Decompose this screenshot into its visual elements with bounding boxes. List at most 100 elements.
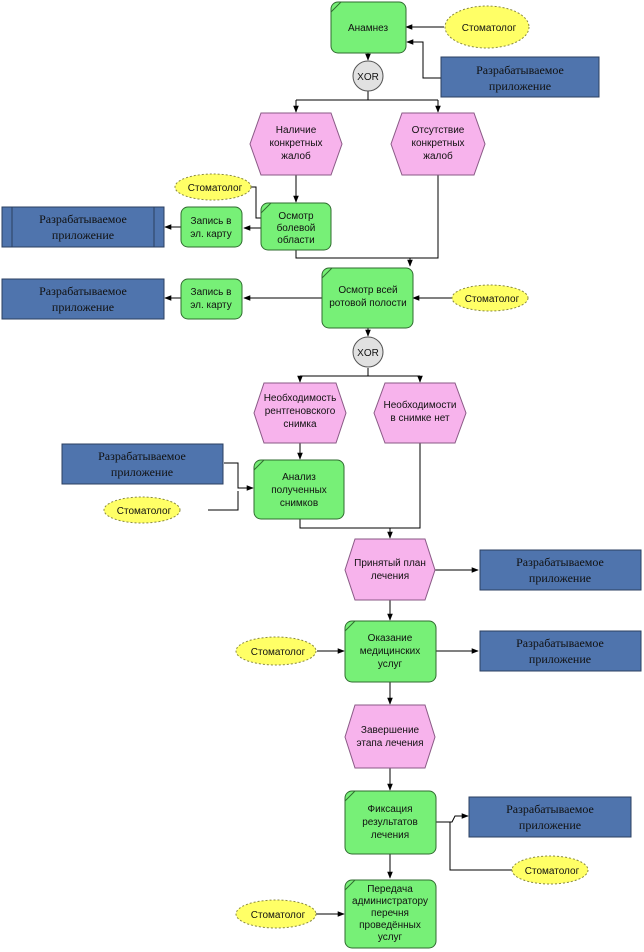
function-exam-pain-line-1: Осмотр	[278, 211, 314, 222]
edge-xor1-events	[296, 91, 438, 101]
event-complaints-yes-line-3: жалоб	[281, 150, 311, 162]
app-system-6: Разрабатываемое приложение	[479, 630, 642, 672]
role-4-label: Стоматолог	[117, 506, 172, 517]
app-system-5: Разрабатываемое приложение	[479, 549, 642, 591]
role-3-label: Стоматолог	[465, 294, 520, 305]
function-transfer: Передача администратору перечня проведён…	[344, 879, 437, 949]
function-transfer-line-1: Передача	[367, 884, 413, 895]
role-7: Стоматолог	[235, 899, 317, 929]
function-analysis-line-2: полученных	[271, 485, 327, 496]
edge-complaints-no-merge	[407, 175, 439, 267]
app-system-2-line-2: приложение	[52, 228, 114, 242]
event-stage-end-line-2: этапа лечения	[356, 738, 423, 749]
xor-label: XOR	[357, 72, 379, 83]
role-4: Стоматолог	[103, 496, 181, 524]
function-exam-oral-line-1: Осмотр всей	[338, 285, 397, 296]
edge-xor2-events	[300, 368, 420, 377]
event-xray-needed-line-3: снимка	[283, 419, 317, 430]
app-system-1-line-1: Разрабатываемое	[476, 63, 564, 77]
edge-analysis-merge	[299, 519, 390, 529]
function-record-1-line-1: Запись в	[191, 216, 232, 227]
app-system-3-line-2: приложение	[52, 300, 114, 314]
edge-role-analysis	[208, 491, 239, 511]
app-system-2: Разрабатываемое приложение	[1, 206, 165, 248]
role-2-label: Стоматолог	[188, 183, 243, 194]
app-system-5-line-1: Разрабатываемое	[516, 555, 604, 569]
function-analysis: Анализ полученных снимков	[253, 459, 345, 520]
role-1: Стоматолог	[444, 5, 530, 49]
function-exam-pain-line-3: области	[277, 234, 314, 246]
function-transfer-line-5: услуг	[378, 932, 403, 943]
edge-role-exam-pain	[250, 186, 261, 219]
edge-role-fix	[449, 822, 512, 871]
event-stage-end-line-1: Завершение	[361, 725, 420, 736]
app-system-3-line-1: Разрабатываемое	[39, 284, 127, 298]
role-1-label: Стоматолог	[462, 23, 517, 34]
event-complaints-yes-line-1: Наличие	[276, 125, 317, 136]
function-analysis-line-3: снимков	[280, 498, 318, 509]
role-2: Стоматолог	[174, 173, 252, 201]
app-system-5-line-2: приложение	[529, 571, 591, 585]
app-system-2-line-1: Разрабатываемое	[39, 212, 127, 226]
event-plan-line-1: Принятый план	[354, 558, 426, 569]
function-fix-line-2: результатов	[362, 817, 418, 828]
event-complaints-yes: Наличие конкретных жалоб	[249, 112, 343, 176]
event-complaints-no-line-1: Отсутствие	[412, 125, 465, 136]
role-7-label: Стоматолог	[251, 910, 306, 921]
function-transfer-line-3: перечня	[371, 908, 409, 919]
function-fix-line-1: Фиксация	[368, 804, 413, 815]
event-xray-needed-line-2: рентгеновского	[265, 406, 336, 417]
function-record-1: Запись в эл. карту	[180, 206, 243, 248]
app-system-6-line-1: Разрабатываемое	[516, 636, 604, 650]
event-xray-none-line-2: в снимке нет	[390, 413, 450, 424]
function-record-2-line-1: Запись в	[191, 287, 232, 298]
event-xray-none: Необходимости в снимке нет	[373, 382, 467, 444]
app-system-7-line-2: приложение	[519, 818, 581, 832]
function-exam-pain: Осмотр болевой области	[260, 202, 332, 251]
function-exam-oral: Осмотр всей ротовой полости	[321, 267, 414, 329]
function-transfer-line-4: проведённых	[359, 920, 421, 931]
function-transfer-line-2: администратору	[352, 896, 428, 907]
role-5-label: Стоматолог	[251, 647, 306, 658]
connectors	[164, 24, 512, 917]
function-fix-line-3: лечения	[371, 830, 409, 841]
event-xray-needed: Необходимость рентгеновского снимка	[253, 382, 347, 444]
role-6: Стоматолог	[511, 855, 589, 885]
app-system-6-line-2: приложение	[529, 652, 591, 666]
event-xray-none-line-1: Необходимости	[384, 399, 457, 411]
event-complaints-yes-line-2: конкретных	[269, 138, 322, 149]
app-system-7-line-1: Разрабатываемое	[506, 802, 594, 816]
function-analysis-line-1: Анализ	[282, 472, 316, 483]
edge-app-anamnesis	[406, 39, 441, 79]
event-xray-needed-line-1: Необходимость	[264, 392, 337, 404]
function-exam-oral-line-2: ротовой полости	[329, 298, 407, 309]
edge-exam-pain-merge	[295, 250, 438, 259]
function-fix: Фиксация результатов лечения	[344, 790, 437, 855]
app-system-3: Разрабатываемое приложение	[1, 278, 165, 320]
event-complaints-no-line-2: конкретных	[411, 138, 464, 149]
function-record-2: Запись в эл. карту	[180, 278, 243, 320]
app-system-1: Разрабатываемое приложение	[440, 56, 600, 98]
app-system-4-line-2: приложение	[111, 465, 173, 479]
function-care: Оказание медицинских услуг	[344, 620, 437, 683]
function-care-line-2: медицинских	[360, 646, 420, 657]
edge-fix-app	[436, 813, 469, 823]
edge-xray-none-plan	[387, 443, 421, 539]
function-anamnesis-line-1: Анамнез	[348, 23, 388, 34]
function-record-2-line-2: эл. карту	[190, 300, 231, 311]
event-complaints-no: Отсутствие конкретных жалоб	[390, 112, 486, 176]
app-system-4-line-1: Разрабатываемое	[98, 449, 186, 463]
event-stage-end: Завершение этапа лечения	[344, 704, 436, 769]
role-5: Стоматолог	[235, 636, 317, 666]
function-record-1-line-2: эл. карту	[190, 229, 231, 240]
app-system-7: Разрабатываемое приложение	[468, 796, 632, 838]
xor-connector-1: XOR	[352, 60, 384, 92]
function-care-line-3: услуг	[378, 659, 403, 670]
app-system-4: Разрабатываемое приложение	[61, 443, 224, 485]
edge-app-analysis	[224, 462, 254, 491]
function-anamnesis: Анамнез	[330, 1, 407, 54]
function-exam-pain-line-2: болевой	[277, 222, 316, 234]
app-system-1-line-2: приложение	[489, 79, 551, 93]
